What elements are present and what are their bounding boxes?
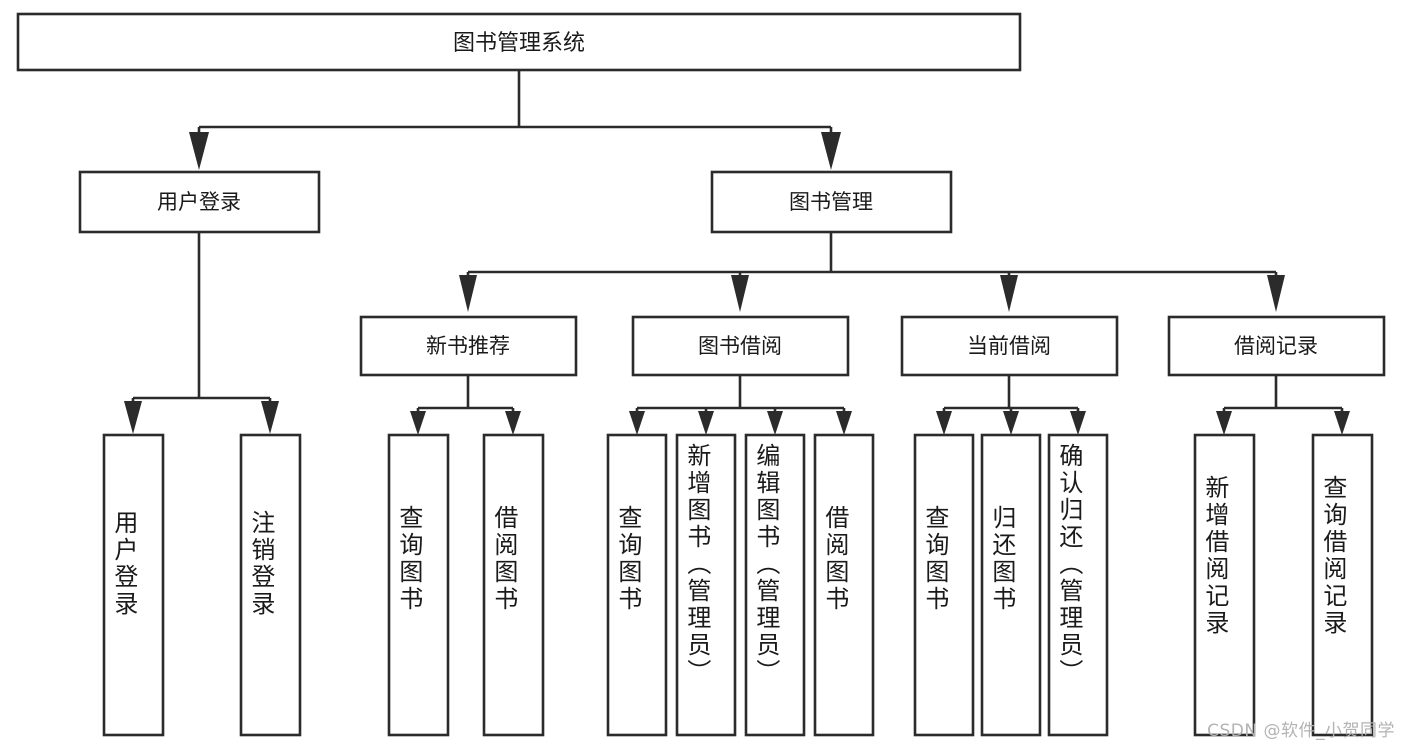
arrow-head-user-login: [189, 132, 209, 170]
node-leaf-return-book-box[interactable]: [980, 433, 1042, 737]
arrow-head-book-manage: [821, 132, 841, 170]
arrow-head-current-borrow: [1000, 275, 1018, 312]
node-new-book-recommend-label: 新书推荐: [426, 334, 510, 358]
node-new-book-recommend-box[interactable]: [359, 315, 578, 377]
node-user-login-box[interactable]: [78, 170, 321, 234]
node-leaf-add-book-box[interactable]: [675, 433, 737, 737]
arrow-head-leaf-query-book-3: [936, 411, 952, 435]
arrow-head-leaf-query-record: [1334, 411, 1350, 435]
node-book-borrow-label: 图书借阅: [698, 334, 782, 358]
node-leaf-query-book-1-box[interactable]: [387, 433, 450, 737]
node-current-borrow-box[interactable]: [900, 315, 1119, 377]
node-root-box[interactable]: [16, 12, 1022, 72]
arrow-head-book-borrow: [731, 275, 749, 312]
node-book-manage-label: 图书管理: [789, 190, 873, 214]
watermark-text: CSDN @软件_小贺同学: [1207, 721, 1395, 741]
arrow-head-leaf-edit-book: [767, 411, 783, 435]
arrow-head-leaf-add-record: [1216, 411, 1232, 435]
node-current-borrow-label: 当前借阅: [967, 334, 1051, 358]
arrow-head-leaf-confirm-return: [1070, 411, 1086, 435]
node-leaf-user-login-box[interactable]: [102, 433, 165, 737]
arrow-head-leaf-query-book-1: [410, 411, 426, 435]
node-leaf-confirm-return-box[interactable]: [1047, 433, 1109, 737]
node-book-borrow-box[interactable]: [631, 315, 850, 377]
arrow-head-leaf-add-book: [698, 411, 714, 435]
arrow-head-leaf-borrow-book-1: [505, 411, 521, 435]
node-borrow-record-box[interactable]: [1167, 315, 1386, 377]
node-leaf-query-record-box[interactable]: [1311, 433, 1374, 737]
node-leaf-borrow-book-2-box[interactable]: [813, 433, 875, 737]
node-borrow-record-label: 借阅记录: [1234, 334, 1318, 358]
node-leaf-edit-book-box[interactable]: [744, 433, 806, 737]
node-user-login-label: 用户登录: [157, 190, 241, 214]
arrow-head-leaf-user-login: [124, 401, 142, 434]
arrow-head-borrow-record: [1267, 275, 1285, 312]
arrow-head-leaf-user-logout: [261, 401, 279, 434]
arrow-head-new-book: [459, 275, 477, 312]
node-book-manage-box[interactable]: [710, 170, 953, 234]
node-leaf-query-book-3-box[interactable]: [913, 433, 975, 737]
node-leaf-user-logout-box[interactable]: [239, 433, 302, 737]
node-leaf-query-book-2-box[interactable]: [606, 433, 668, 737]
node-root-label: 图书管理系统: [453, 31, 585, 56]
arrow-head-leaf-return-book: [1003, 411, 1019, 435]
arrow-head-leaf-borrow-book-2: [836, 411, 852, 435]
node-leaf-borrow-book-1-box[interactable]: [482, 433, 545, 737]
arrow-head-leaf-query-book-2: [629, 411, 645, 435]
node-leaf-add-record-box[interactable]: [1193, 433, 1256, 737]
